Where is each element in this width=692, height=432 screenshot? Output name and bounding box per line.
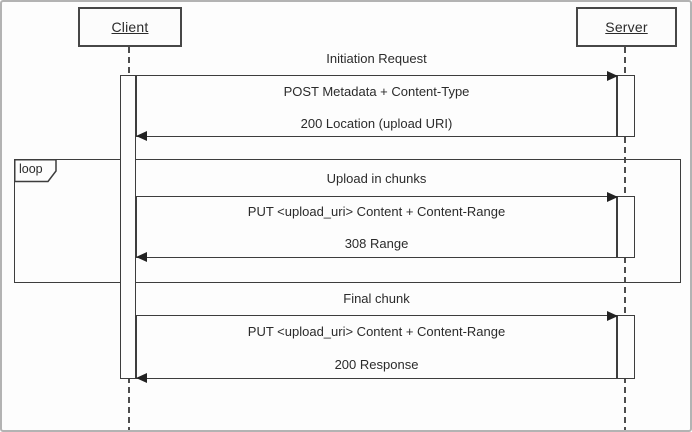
loop-pentagon-icon — [14, 159, 57, 183]
message-title-initiation: Initiation Request — [326, 51, 427, 66]
message-request-final-chunk: PUT <upload_uri> Content + Content-Range — [247, 324, 506, 339]
loop-fragment-frame — [14, 159, 681, 283]
exchange-band-initiation — [136, 75, 617, 137]
client-activation-bar — [120, 75, 136, 379]
actor-server: Server — [576, 7, 677, 47]
actor-client-label: Client — [111, 19, 149, 35]
response-arrowhead-final-chunk — [136, 373, 147, 383]
request-arrowhead-final-chunk — [607, 311, 618, 321]
message-response-initiation: 200 Location (upload URI) — [300, 116, 453, 131]
loop-operator-label: loop — [19, 162, 43, 176]
message-request-chunk-upload: PUT <upload_uri> Content + Content-Range — [247, 204, 506, 219]
exchange-band-final-chunk — [136, 315, 617, 379]
message-response-final-chunk: 200 Response — [334, 357, 419, 372]
actor-client: Client — [78, 7, 182, 47]
server-activation-bar-final-chunk — [617, 315, 635, 379]
response-arrowhead-chunk-upload — [136, 252, 147, 262]
message-title-chunk-upload: Upload in chunks — [326, 171, 427, 186]
exchange-band-chunk-upload — [136, 196, 617, 258]
response-arrowhead-initiation — [136, 131, 147, 141]
server-activation-bar-chunk-upload — [617, 196, 635, 258]
actor-server-label: Server — [605, 19, 648, 35]
request-arrowhead-initiation — [607, 71, 618, 81]
message-title-final-chunk: Final chunk — [343, 291, 410, 306]
server-activation-bar-initiation — [617, 75, 635, 137]
loop-operator-tag: loop — [14, 159, 58, 183]
request-arrowhead-chunk-upload — [607, 192, 618, 202]
message-request-initiation: POST Metadata + Content-Type — [283, 84, 470, 99]
message-response-chunk-upload: 308 Range — [344, 236, 409, 251]
